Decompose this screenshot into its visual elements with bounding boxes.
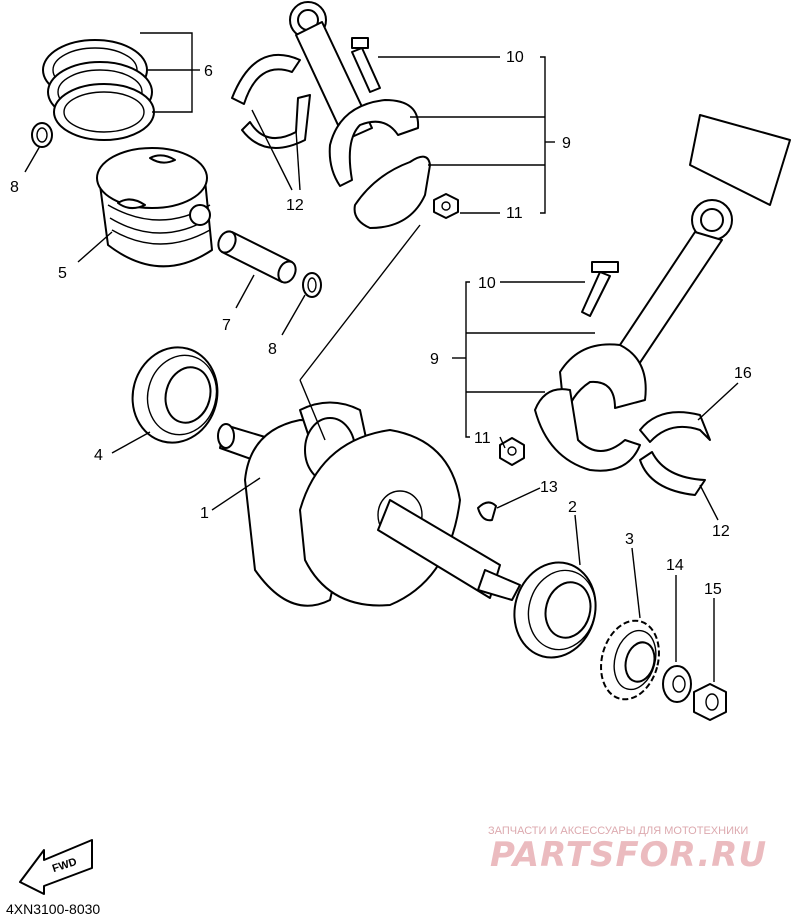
callout-10-top: 10 [506, 49, 524, 66]
callout-labels: 6 8 5 7 8 12 10 9 11 10 9 11 16 12 4 1 1… [10, 49, 752, 598]
woodruff-key [477, 501, 497, 522]
connecting-rod-right [499, 114, 791, 472]
piston-pin [217, 230, 297, 284]
connecting-rod-top [289, 1, 459, 229]
piston [96, 147, 213, 268]
callout-7: 7 [222, 317, 231, 334]
callout-9-top: 9 [562, 135, 571, 152]
callout-14: 14 [666, 557, 684, 574]
bearing-left [131, 346, 219, 444]
callout-12-right: 12 [712, 523, 730, 540]
watermark-brand: PARTSFOR.RU [490, 835, 767, 875]
watermark: ЗАПЧАСТИ И АКСЕССУАРЫ ДЛЯ МОТОТЕХНИКИ PA… [488, 825, 767, 875]
callout-6: 6 [204, 63, 213, 80]
callout-16: 16 [734, 365, 752, 382]
callout-12-top: 12 [286, 197, 304, 214]
callout-9-right: 9 [430, 351, 439, 368]
bearing-shells-top [231, 53, 311, 149]
callout-11-top: 11 [506, 205, 523, 222]
callout-10-right: 10 [478, 275, 496, 292]
callout-13: 13 [540, 479, 558, 496]
circlip-left [31, 122, 53, 148]
callout-2: 2 [568, 499, 577, 516]
piston-rings [42, 39, 155, 141]
diagram-part-code: 4XN3100-8030 [6, 901, 100, 917]
watermark-tagline: ЗАПЧАСТИ И АКСЕССУАРЫ ДЛЯ МОТОТЕХНИКИ [488, 825, 748, 837]
callout-11-right: 11 [474, 430, 491, 447]
callout-3: 3 [625, 531, 634, 548]
circlip-right [302, 272, 322, 298]
callout-15: 15 [704, 581, 722, 598]
callout-4: 4 [94, 447, 103, 464]
crank-nut [693, 683, 727, 721]
callout-5: 5 [58, 265, 67, 282]
callout-8-left: 8 [10, 179, 19, 196]
leader-lines [24, 32, 739, 682]
timing-sprocket [600, 619, 660, 701]
bearing-shells-right [639, 411, 711, 496]
washer [662, 665, 692, 703]
crankshaft [217, 401, 521, 607]
bearing-right [513, 561, 597, 659]
callout-8-right: 8 [268, 341, 277, 358]
fwd-arrow: FWD [19, 839, 93, 895]
callout-1: 1 [200, 505, 209, 522]
